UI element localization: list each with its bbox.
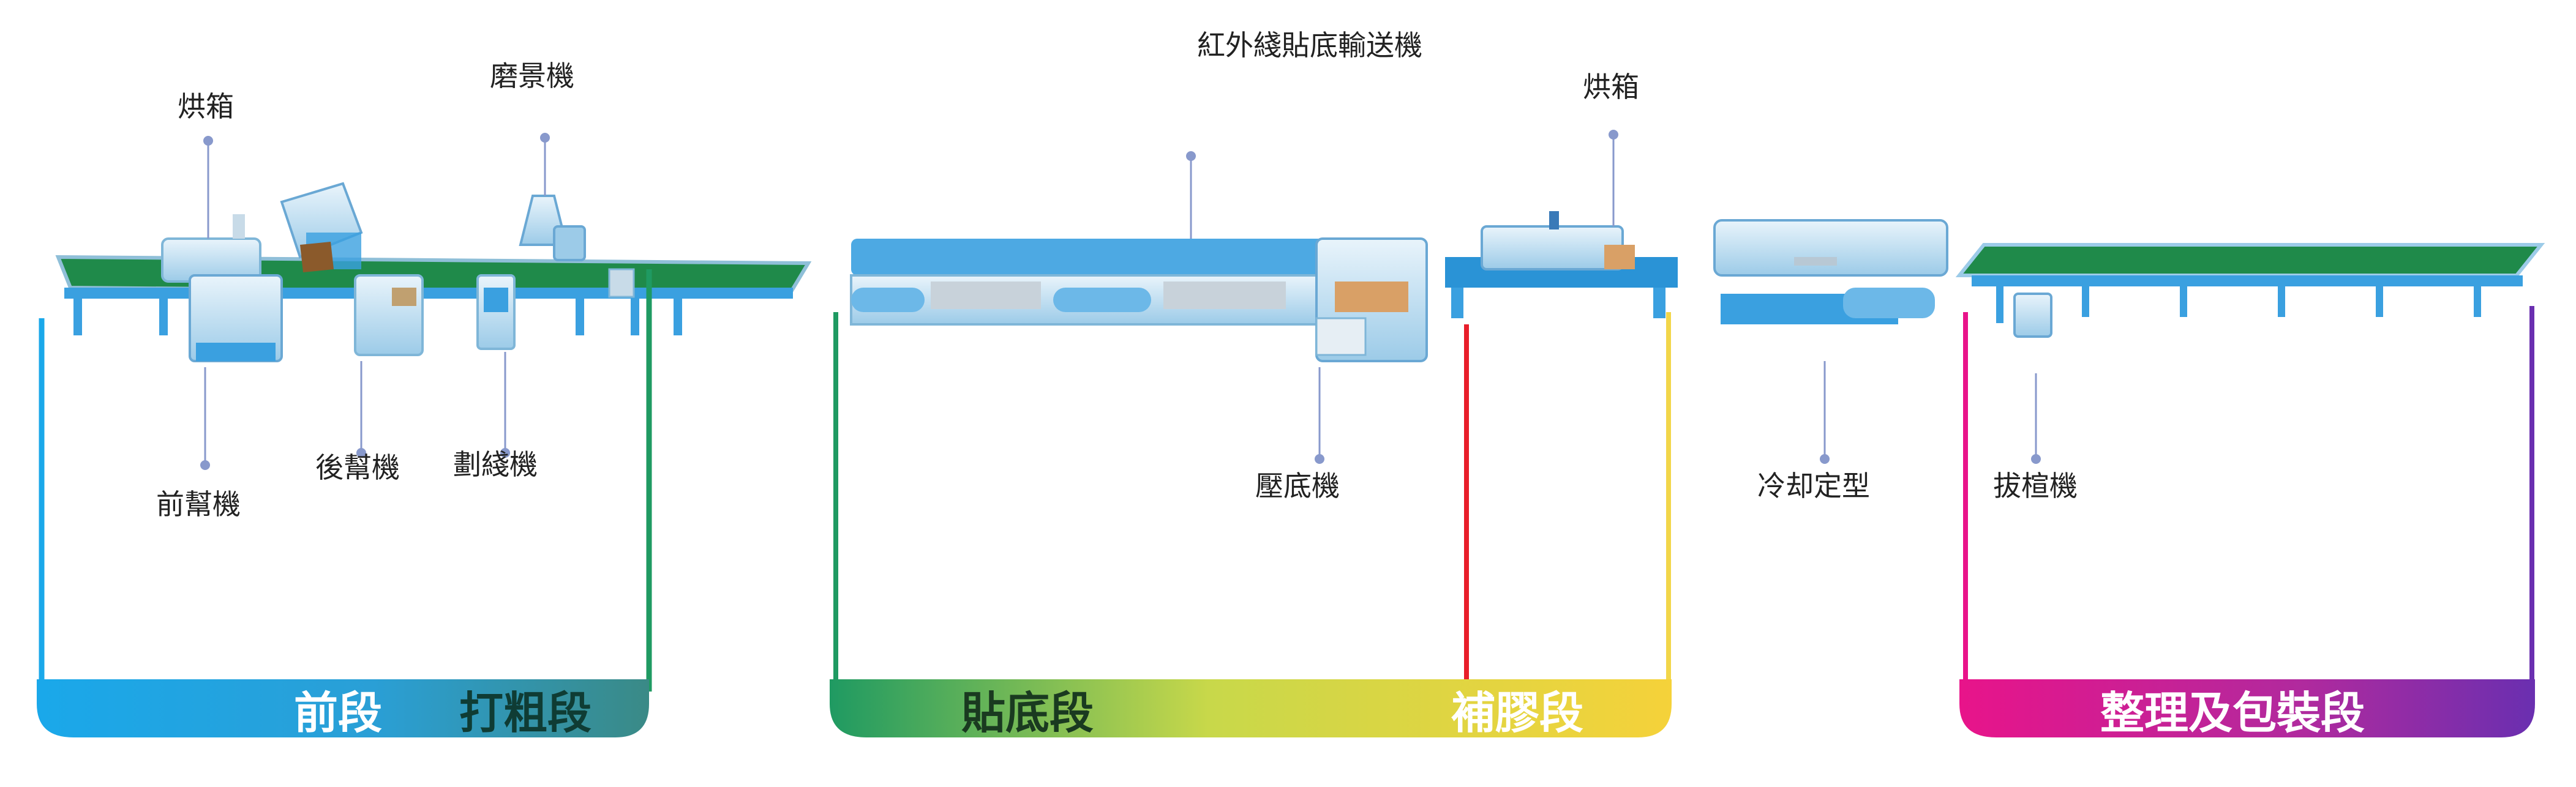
last-removal-machine xyxy=(2013,293,2052,338)
front-leader-dots xyxy=(200,133,550,470)
infrared-conveyor xyxy=(850,239,1330,326)
sole-section-band xyxy=(830,679,1672,737)
front-section-group: 烘箱 磨景機 前幫機 後幫機 劃綫機 前段 打粗段 xyxy=(37,59,812,739)
front-lasting-machine xyxy=(189,274,283,362)
packing-bracket xyxy=(1963,306,2534,698)
last-removal-label: 拔楦機 xyxy=(1993,469,2078,502)
cooling-setting-label: 冷却定型 xyxy=(1757,469,1870,502)
front-section-label: 前段 xyxy=(294,687,382,739)
sole-attach-section-label: 貼底段 xyxy=(961,687,1094,739)
packing-conveyor-legs xyxy=(1996,286,2481,323)
packing-conveyor xyxy=(1955,243,2545,277)
roughing-section-label: 打粗段 xyxy=(459,687,591,739)
sole-section-group: 紅外綫貼底輸送機 烘箱 壓底機 貼底段 補膠段 xyxy=(830,29,1678,739)
finishing-packing-section-label: 整理及包裝段 xyxy=(2100,687,2365,739)
cooling-setting-machine xyxy=(1713,219,1948,324)
front-lasting-label: 前幫機 xyxy=(156,488,241,521)
oven-2-label: 烘箱 xyxy=(1583,70,1639,103)
line-marking-machine xyxy=(476,274,516,350)
roughing-post xyxy=(608,268,635,298)
sole-leaders xyxy=(1190,135,1615,459)
front-leaders xyxy=(204,138,546,465)
packing-section-band xyxy=(1959,679,2535,737)
sole-bracket xyxy=(833,312,1671,698)
last-removal-leader-dot xyxy=(2031,454,2041,464)
glue-touchup-section-label: 補膠段 xyxy=(1451,687,1583,739)
sole-leader-dots xyxy=(1186,130,1618,464)
front-conveyor-legs xyxy=(73,299,682,335)
back-lasting-label: 後幫機 xyxy=(315,451,400,484)
sole-press-machine xyxy=(1315,237,1428,362)
oven-2-machine xyxy=(1445,211,1678,318)
line-marking-label: 劃綫機 xyxy=(453,448,538,481)
cooling-leader-dot xyxy=(1820,454,1830,464)
packing-section-group: 拔楦機 整理及包裝段 xyxy=(1955,243,2545,739)
front-conveyor-frame xyxy=(64,288,793,299)
oven-1-label: 烘箱 xyxy=(178,90,234,123)
oven-1-machine xyxy=(161,214,261,283)
back-lasting-machine xyxy=(354,274,424,356)
front-section-band xyxy=(37,679,649,737)
front-material-pad xyxy=(300,242,334,272)
sole-press-label: 壓底機 xyxy=(1255,469,1340,502)
sanding-machine xyxy=(519,195,586,261)
packing-conveyor-frame xyxy=(1972,275,2523,286)
infrared-conveyor-label: 紅外綫貼底輸送機 xyxy=(1197,29,1422,62)
sanding-machine-label: 磨景機 xyxy=(490,59,574,92)
cooling-group: 冷却定型 xyxy=(1713,219,1948,502)
front-bracket xyxy=(39,269,652,698)
